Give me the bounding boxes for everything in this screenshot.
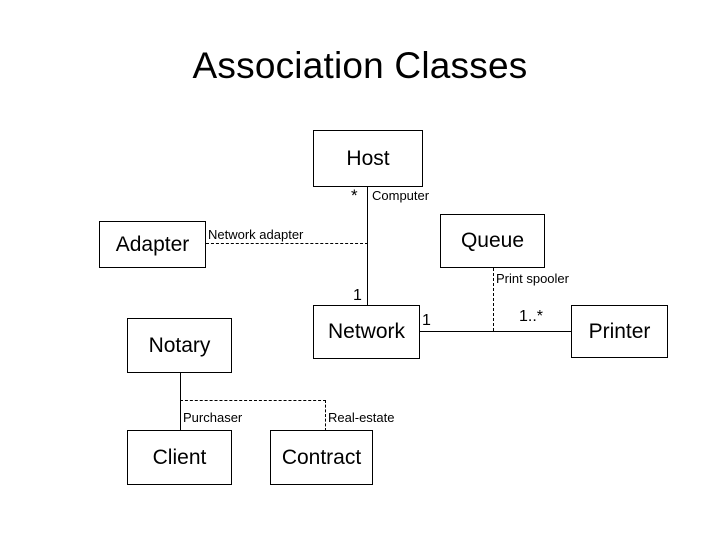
multiplicity-network-top: 1 (352, 287, 363, 304)
class-box-queue[interactable]: Queue (440, 214, 545, 268)
class-box-adapter[interactable]: Adapter (99, 221, 206, 268)
association-line-notary-client (180, 373, 181, 431)
association-line-host-network (367, 187, 368, 306)
class-box-client[interactable]: Client (127, 430, 232, 485)
page-title: Association Classes (192, 45, 528, 86)
multiplicity-host-end: * (350, 186, 359, 205)
class-box-host[interactable]: Host (313, 130, 423, 187)
class-box-printer[interactable]: Printer (571, 305, 668, 358)
association-class-label-purchaser: Purchaser (182, 410, 244, 425)
association-class-link-print-spooler (493, 268, 494, 331)
association-line-network-printer (420, 331, 571, 332)
class-box-contract[interactable]: Contract (270, 430, 373, 485)
multiplicity-network-right: 1 (421, 312, 432, 329)
class-box-network[interactable]: Network (313, 305, 420, 359)
class-box-notary[interactable]: Notary (127, 318, 232, 373)
association-class-link-network-adapter (206, 243, 368, 244)
association-class-link-real-estate-vertical (325, 400, 326, 431)
association-class-label-print-spooler: Print spooler (495, 271, 570, 286)
role-label-computer: Computer (371, 188, 431, 203)
association-class-label-real-estate: Real-estate (327, 410, 396, 425)
association-class-label-network-adapter: Network adapter (207, 227, 305, 242)
association-class-link-real-estate-horizontal (180, 400, 326, 401)
multiplicity-printer-end: 1..* (518, 308, 545, 325)
